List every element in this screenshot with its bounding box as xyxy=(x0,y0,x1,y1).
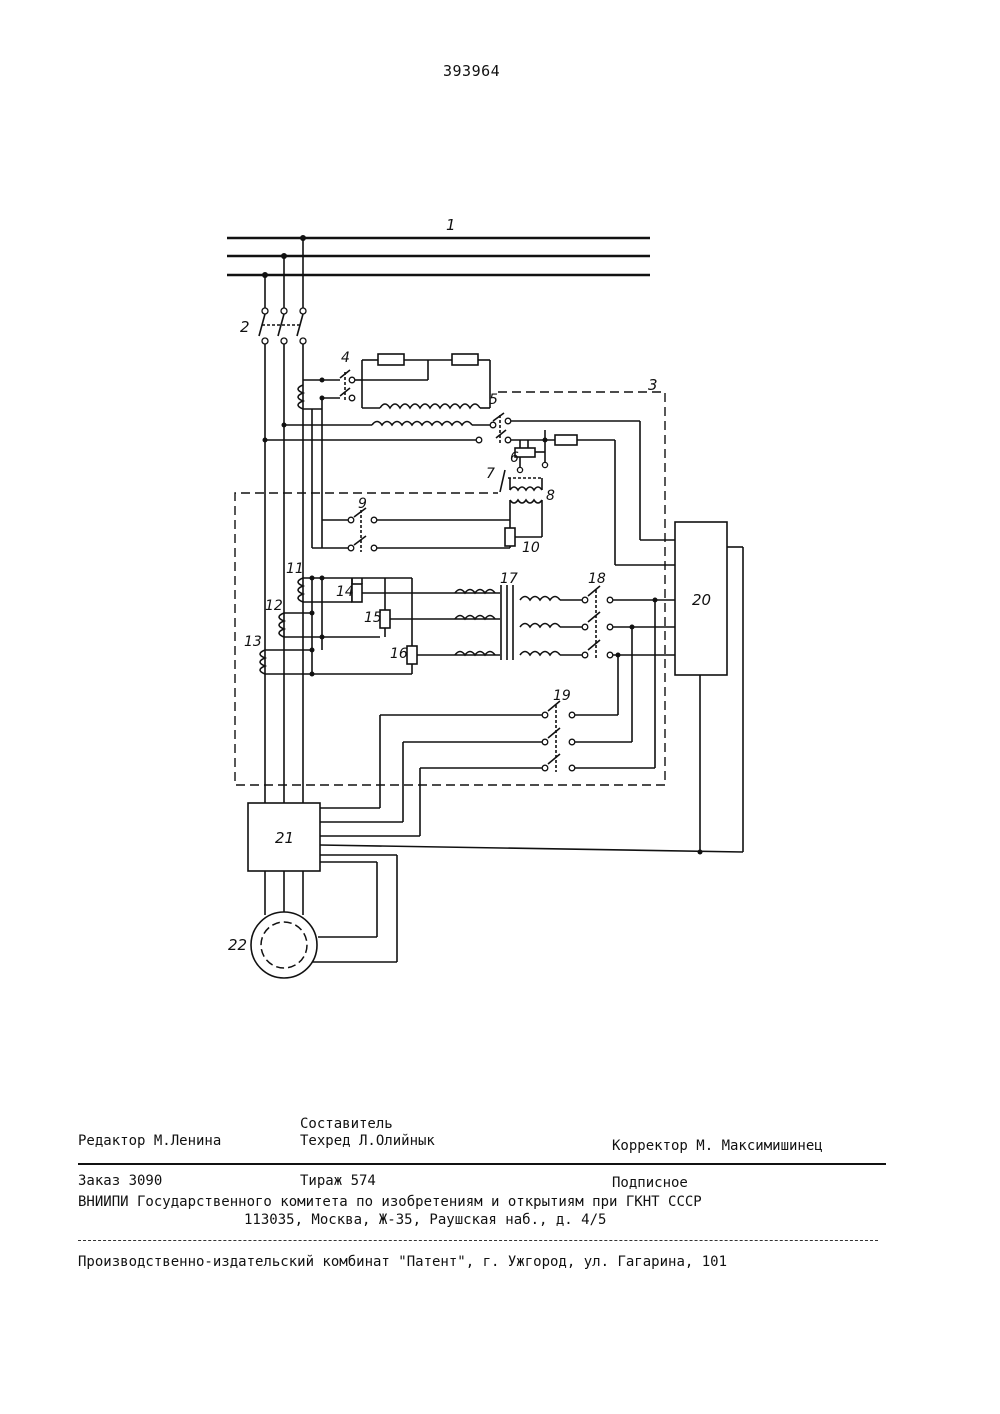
label-controller-20: 20 xyxy=(692,591,711,609)
label-coil-11: 11 xyxy=(286,561,304,577)
label-pot-14: 14 xyxy=(336,584,354,600)
label-block-3: 3 xyxy=(648,376,658,394)
motor-22 xyxy=(251,912,317,978)
switch-5 xyxy=(263,413,676,565)
colophon-rule-bottom xyxy=(78,1240,878,1241)
transformer-17 xyxy=(455,585,582,660)
controller-20 xyxy=(320,522,743,855)
publisher-line: Производственно-издательский комбинат "П… xyxy=(78,1255,727,1269)
resistor-6-switch-7-transformer-8 xyxy=(500,430,548,530)
switch-9-resistor-10 xyxy=(312,508,542,552)
label-switch-7: 7 xyxy=(486,466,495,482)
corrector-credit: Корректор М. Максимишинец xyxy=(612,1139,823,1153)
label-transformer-8: 8 xyxy=(546,488,555,504)
label-coil-13: 13 xyxy=(244,634,262,650)
print-run: Тираж 574 xyxy=(300,1174,376,1188)
institution-line: ВНИИПИ Государственного комитета по изоб… xyxy=(78,1195,702,1209)
compiler-label: Составитель xyxy=(300,1117,393,1131)
label-resistor-6: 6 xyxy=(510,450,519,466)
label-transformer-17: 17 xyxy=(500,571,518,587)
switch-4-network xyxy=(298,354,490,548)
label-switch-18: 18 xyxy=(588,571,606,587)
label-switch-9: 9 xyxy=(358,496,367,512)
label-pot-15: 15 xyxy=(364,610,382,626)
colophon-rule-top xyxy=(78,1163,886,1165)
techred-credit: Техред Л.Олийнык xyxy=(300,1134,435,1148)
three-phase-bus xyxy=(227,235,650,278)
subscription-note: Подписное xyxy=(612,1176,688,1190)
label-pot-16: 16 xyxy=(390,646,408,662)
switch-18 xyxy=(582,586,675,660)
institution-address: 113035, Москва, Ж-35, Раушская наб., д. … xyxy=(244,1213,606,1227)
label-unit-21: 21 xyxy=(275,829,294,847)
label-breaker: 2 xyxy=(240,318,250,336)
editor-credit: Редактор М.Ленина xyxy=(78,1134,221,1148)
order-number: Заказ 3090 xyxy=(78,1174,162,1188)
label-switch-19: 19 xyxy=(553,688,571,704)
label-motor-22: 22 xyxy=(228,936,247,954)
circuit-schematic: 1 2 3 4 5 6 7 8 9 10 11 12 13 14 15 16 1… xyxy=(0,0,1000,1000)
label-resistor-10: 10 xyxy=(522,540,540,556)
label-switch-5: 5 xyxy=(489,392,498,408)
label-coil-12: 12 xyxy=(265,598,283,614)
label-switch-4: 4 xyxy=(341,350,350,366)
label-bus: 1 xyxy=(446,216,456,234)
switch-19 xyxy=(320,600,655,836)
